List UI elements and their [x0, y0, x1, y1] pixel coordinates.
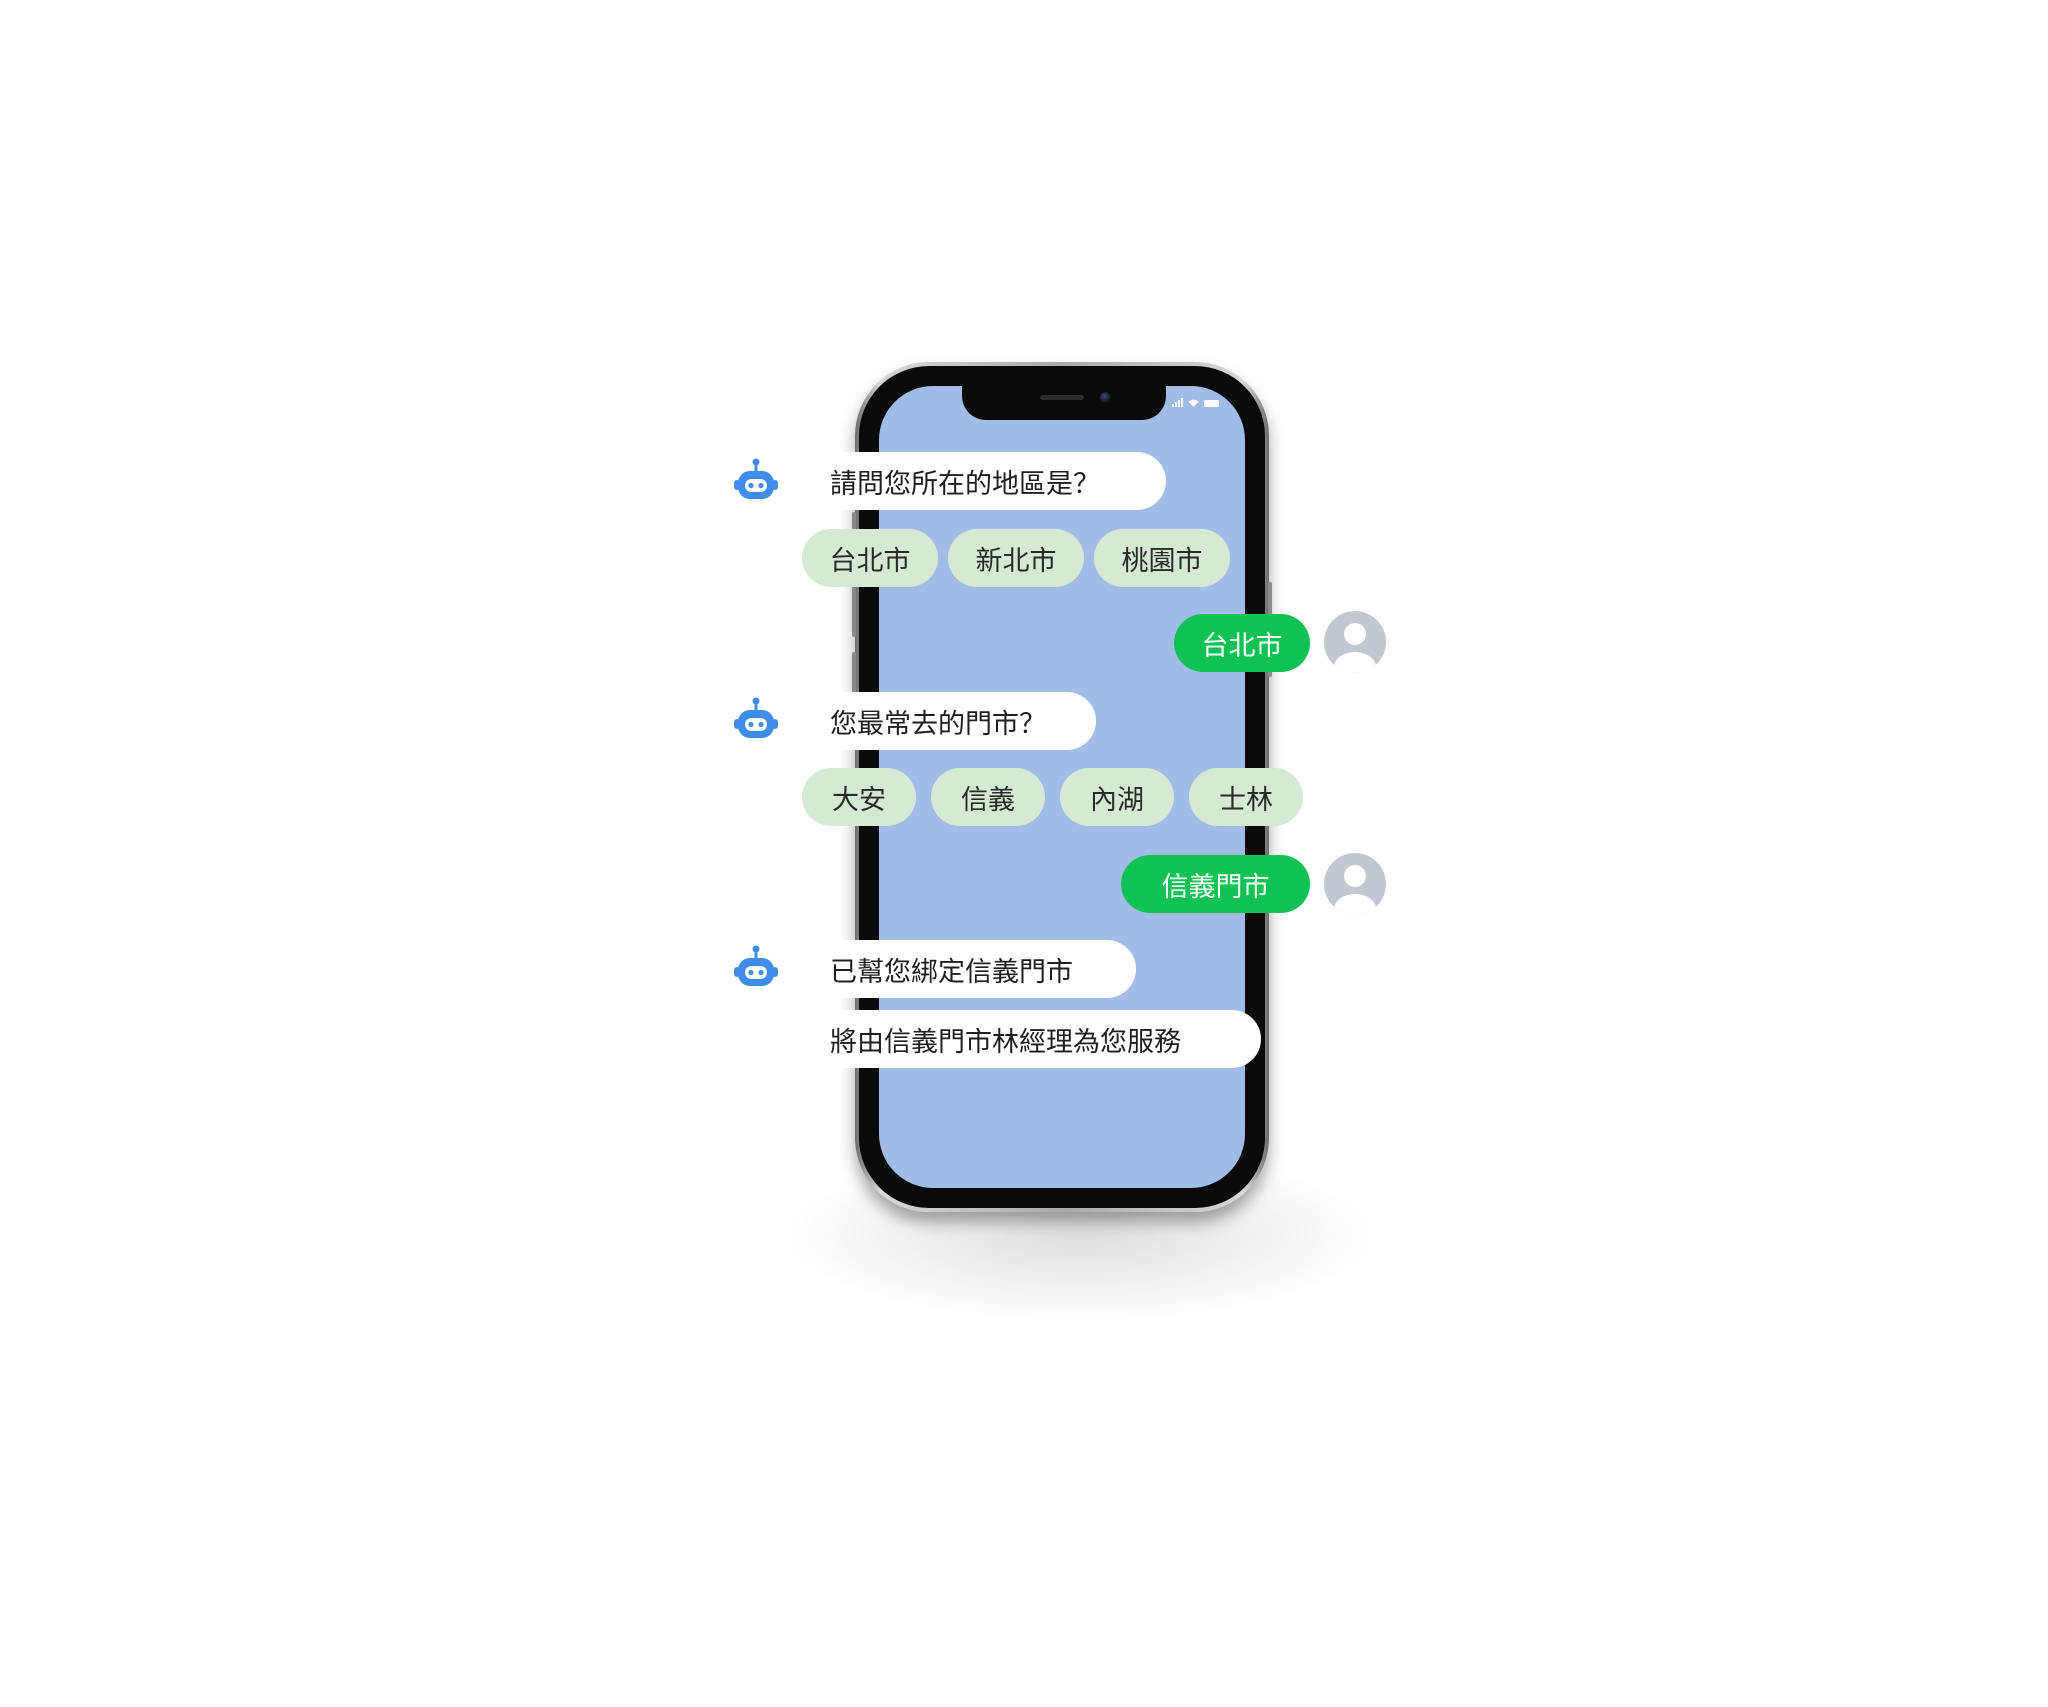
battery-icon: [1204, 400, 1219, 407]
wifi-icon: [1188, 399, 1199, 407]
robot-icon: [734, 697, 778, 738]
option-chip-new-taipei[interactable]: 新北市: [948, 529, 1084, 587]
option-chip-taoyuan[interactable]: 桃園市: [1094, 529, 1230, 587]
front-camera: [1100, 392, 1111, 403]
option-chip-daan[interactable]: 大安: [802, 768, 916, 826]
robot-icon: [734, 945, 778, 986]
option-chip-neihu[interactable]: 內湖: [1060, 768, 1174, 826]
silent-switch: [852, 512, 856, 542]
bot-message-bound-store: 已幫您綁定信義門市: [800, 940, 1136, 998]
user-avatar-icon: [1324, 853, 1386, 915]
user-message-store-answer: 信義門市: [1121, 855, 1310, 913]
signal-icon: [1172, 398, 1183, 407]
bot-message-manager-service: 將由信義門市林經理為您服務: [800, 1010, 1261, 1068]
volume-up-button: [852, 577, 856, 637]
bot-message-store-question: 您最常去的門市？: [800, 692, 1096, 750]
option-chip-xinyi[interactable]: 信義: [931, 768, 1045, 826]
bot-message-region-question: 請問您所在的地區是？: [800, 452, 1166, 510]
user-message-region-answer: 台北市: [1174, 614, 1310, 672]
status-bar: [1172, 398, 1219, 407]
volume-down-button: [852, 652, 856, 712]
speaker-grille: [1040, 395, 1084, 400]
notch: [962, 386, 1166, 420]
option-chip-taipei[interactable]: 台北市: [802, 529, 938, 587]
user-avatar-icon: [1324, 611, 1386, 673]
option-chip-shilin[interactable]: 士林: [1189, 768, 1303, 826]
robot-icon: [734, 458, 778, 499]
